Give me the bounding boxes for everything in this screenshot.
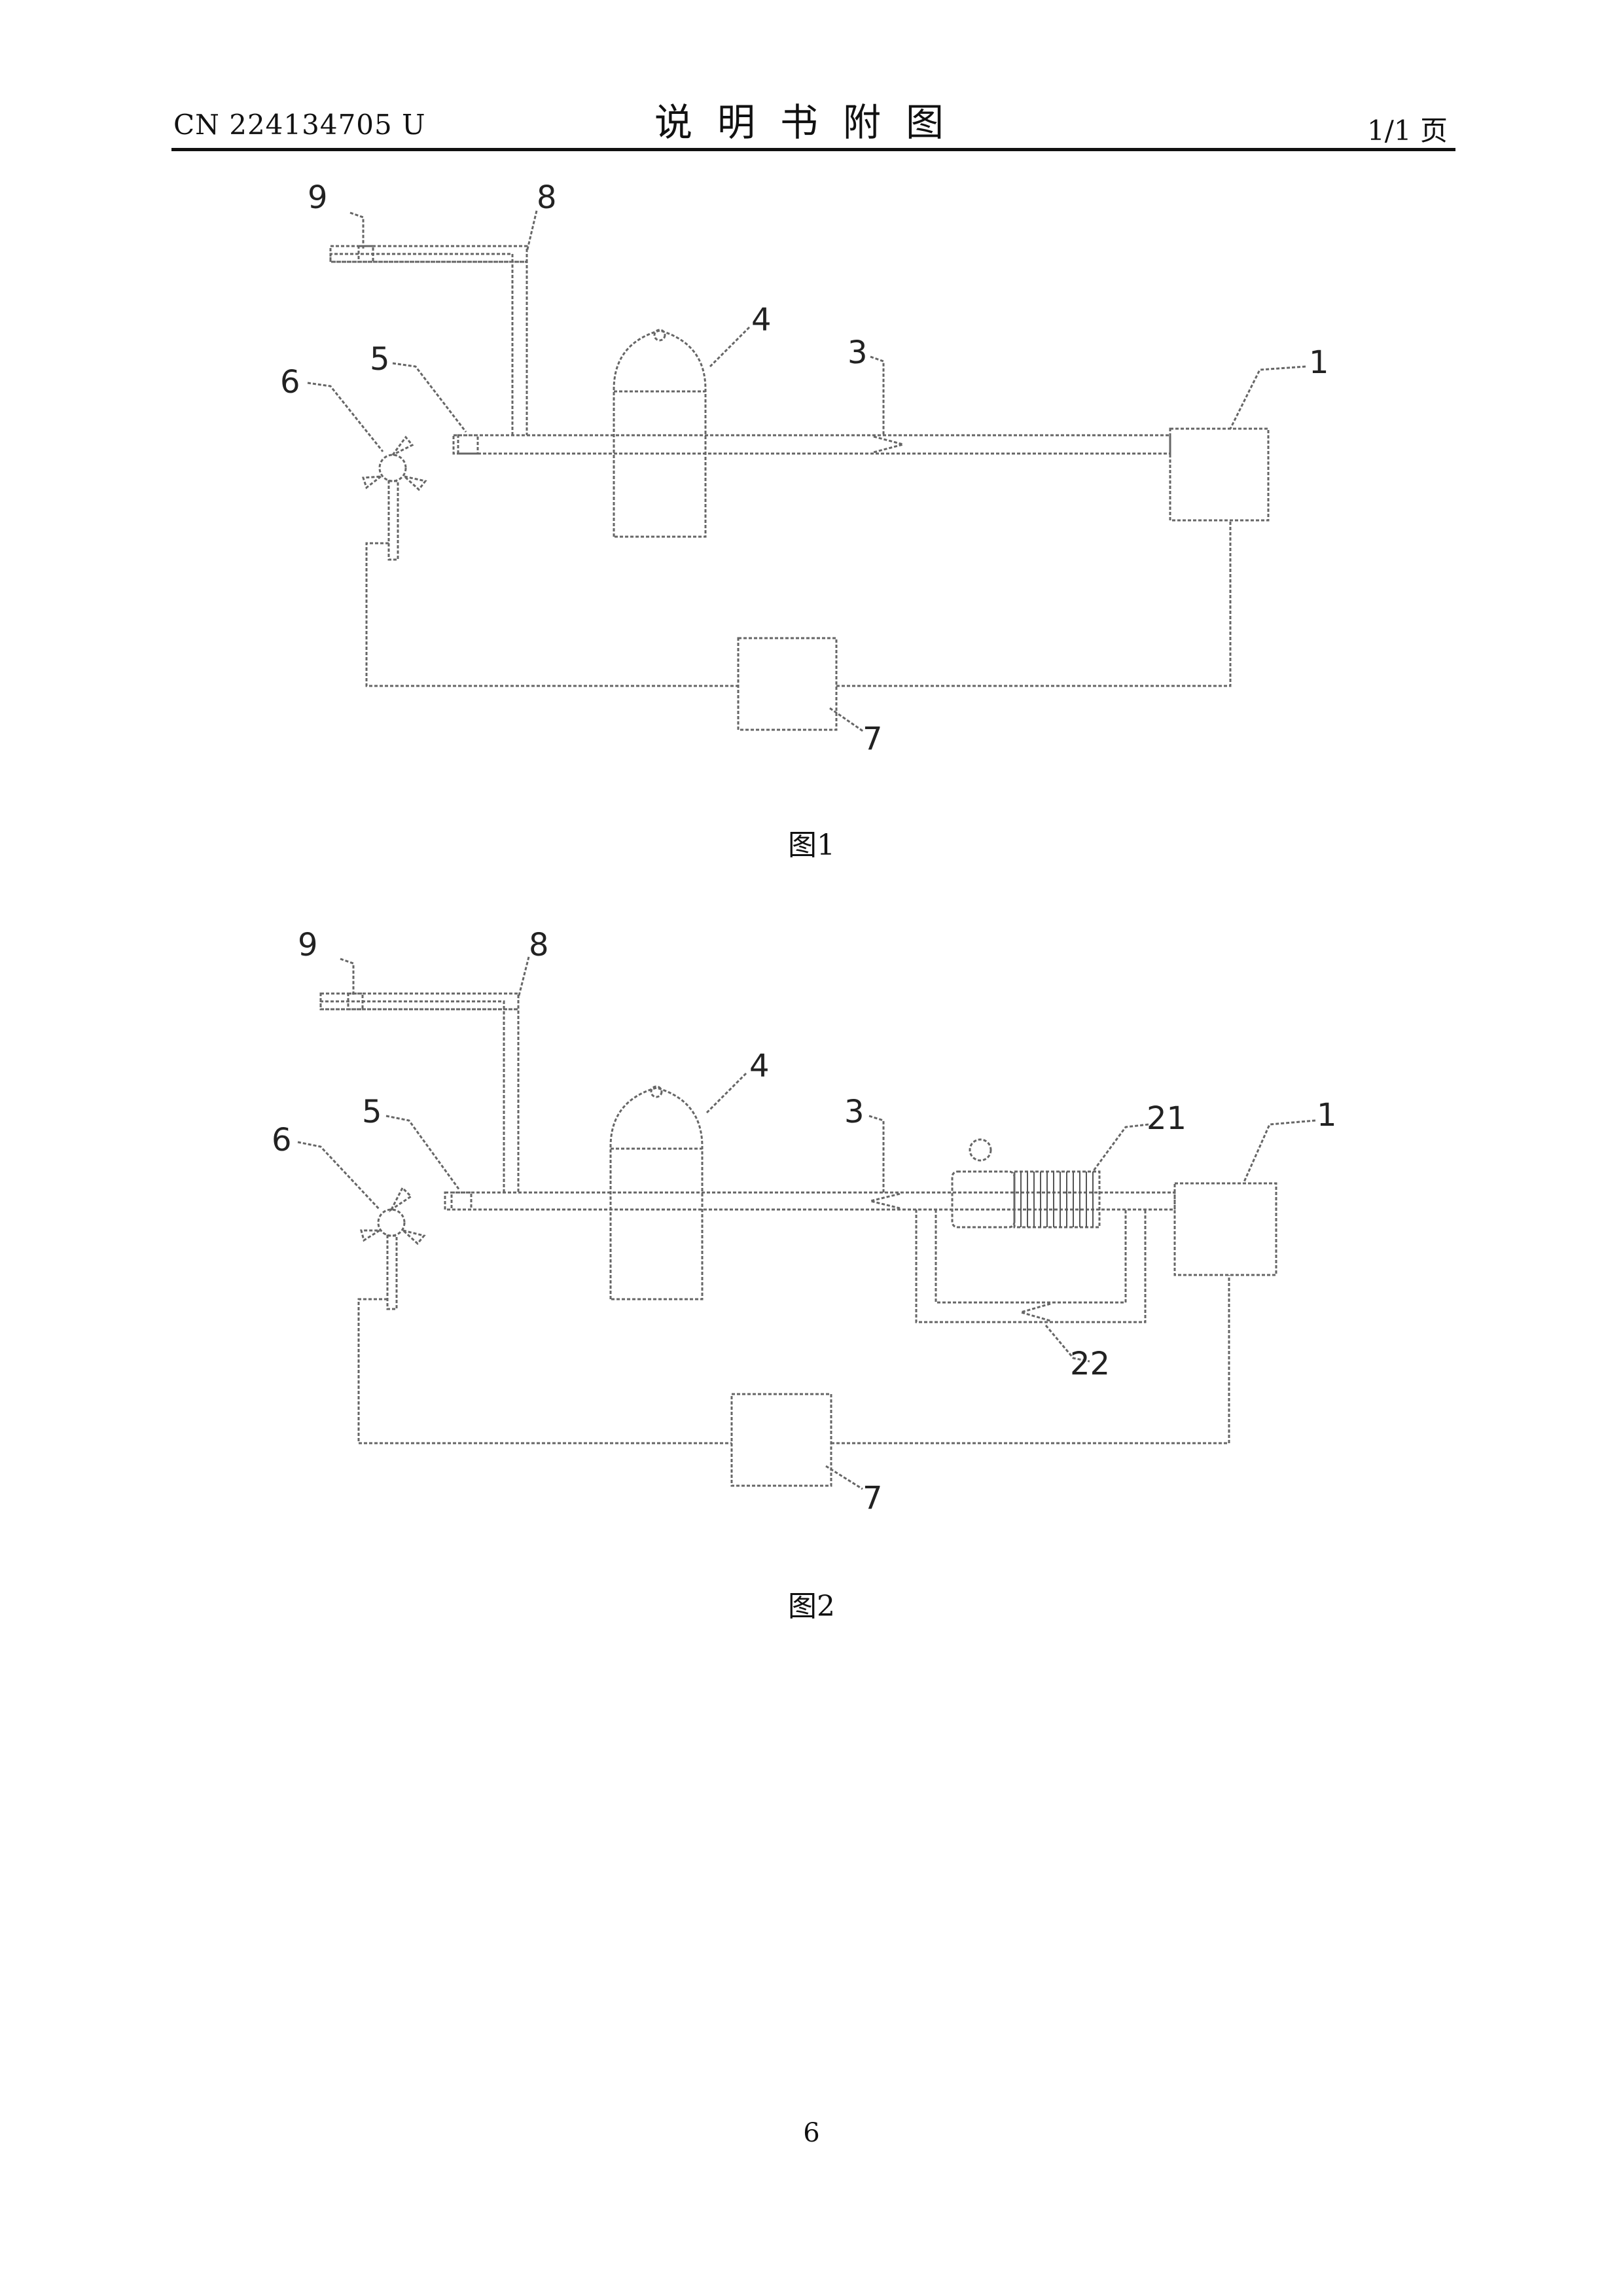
label-9: 9 — [298, 927, 318, 963]
leader-5 — [386, 1116, 459, 1190]
leader-1 — [1243, 1121, 1315, 1183]
pump-gauge — [970, 1139, 991, 1160]
valve-5 — [452, 1193, 471, 1210]
fan-hub — [378, 1210, 404, 1236]
label-6: 6 — [272, 1122, 292, 1158]
pump-body — [952, 1172, 1014, 1227]
label-5: 5 — [362, 1094, 382, 1130]
unit-1-box — [1175, 1183, 1276, 1275]
loop-right — [831, 1275, 1229, 1443]
upper-pipe — [321, 1001, 518, 1193]
bypass-check-valve — [1021, 1304, 1050, 1321]
label-8: 8 — [529, 927, 549, 963]
label-7: 7 — [863, 1480, 883, 1516]
leader-9 — [340, 959, 353, 995]
label-3: 3 — [844, 1094, 865, 1130]
outlet-valve — [348, 994, 363, 1009]
leader-3 — [869, 1116, 883, 1193]
label-4: 4 — [749, 1048, 770, 1085]
controller-box — [732, 1394, 831, 1486]
label-22: 22 — [1070, 1346, 1110, 1382]
label-21: 21 — [1147, 1100, 1186, 1137]
main-pipe — [445, 1193, 1175, 1210]
bypass-inner — [936, 1210, 1126, 1302]
check-valve — [870, 1194, 900, 1208]
leader-6 — [298, 1142, 380, 1210]
leader-21 — [1093, 1124, 1149, 1172]
page-number: 6 — [0, 2118, 1623, 2148]
fan-post — [387, 1236, 397, 1309]
coil-windings — [1021, 1172, 1093, 1227]
loop-left — [359, 1299, 732, 1443]
figure-2-diagram: 9 8 4 3 21 1 5 6 22 7 — [0, 0, 1623, 1636]
leader-4 — [707, 1073, 746, 1113]
label-1: 1 — [1317, 1097, 1337, 1134]
leader-8 — [518, 957, 529, 998]
figure-2-caption: 图2 — [0, 1583, 1623, 1624]
